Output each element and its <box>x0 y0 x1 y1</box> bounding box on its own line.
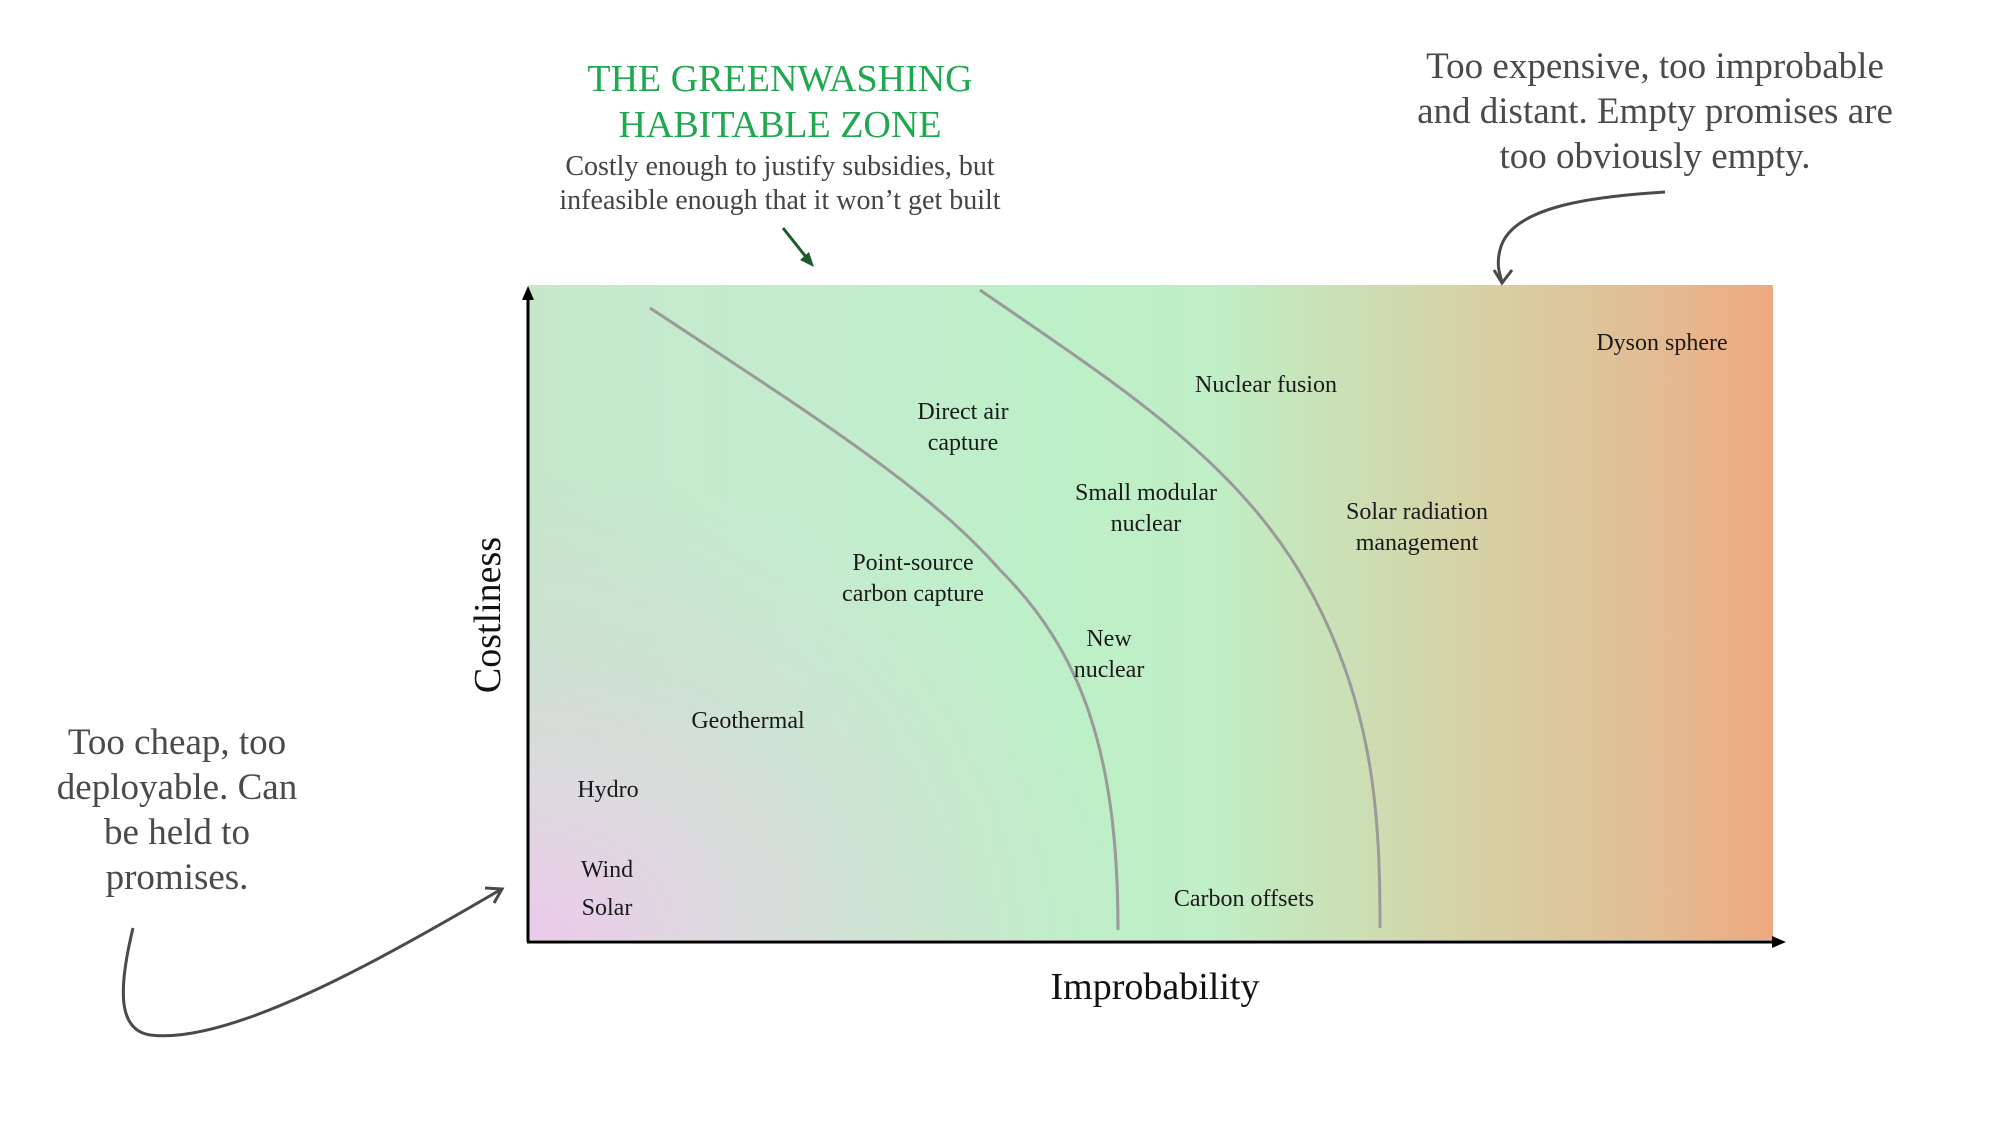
y-axis-arrowhead <box>522 286 534 300</box>
left-note-arrow <box>121 888 501 1038</box>
x-axis-label: Improbability <box>1050 966 1260 1008</box>
plot-background <box>528 285 1773 940</box>
label-direct-air-capture: Direct air capture <box>917 399 1009 456</box>
x-axis-arrowhead <box>1772 936 1786 948</box>
label-wind: Wind <box>580 857 634 883</box>
zone-boundary-right <box>979 288 1382 929</box>
label-solar-radiation-management: Solar radiation management <box>1346 499 1488 556</box>
gradient-corner-pink <box>528 285 1773 940</box>
y-axis-label: Costliness <box>467 536 509 694</box>
label-dyson-sphere: Dyson sphere <box>1596 330 1728 356</box>
left-note-arrowhead <box>484 886 505 904</box>
zone-title: THE GREENWASHING HABITABLE ZONE <box>587 58 973 146</box>
zone-subtitle: Costly enough to justify subsidies, but … <box>559 151 1001 216</box>
label-carbon-offsets: Carbon offsets <box>1173 886 1315 912</box>
label-new-nuclear: New nuclear <box>1073 626 1145 683</box>
right-note-arrowhead <box>1492 269 1514 286</box>
label-hydro: Hydro <box>577 777 639 803</box>
label-nuclear-fusion: Nuclear fusion <box>1195 372 1337 398</box>
label-small-modular-nuclear: Small modular nuclear <box>1075 480 1217 537</box>
label-geothermal: Geothermal <box>691 708 805 734</box>
right-note-arrow <box>1496 190 1666 283</box>
right-annotation: Too expensive, too improbable and distan… <box>1417 46 1893 177</box>
zone-boundary-left <box>649 306 1120 931</box>
label-point-source-carbon-capture: Point-source carbon capture <box>842 550 984 607</box>
left-annotation: Too cheap, too deployable. Can be held t… <box>56 722 298 898</box>
zone-pointer-arrowhead <box>800 252 814 267</box>
label-solar: Solar <box>581 895 633 921</box>
